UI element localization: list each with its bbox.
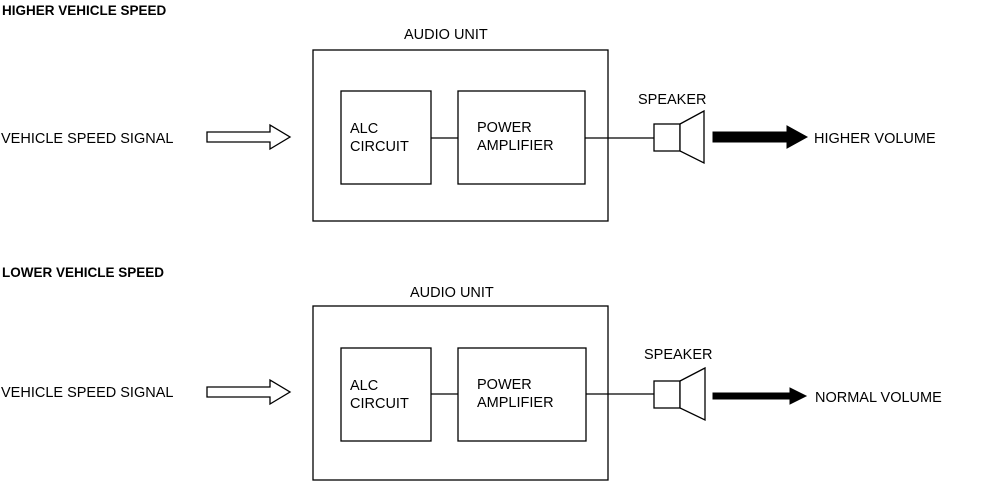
alc-label-line1: ALC: [350, 121, 378, 137]
alc-circuit-box: [340, 90, 432, 185]
input-signal-arrow: [206, 123, 292, 151]
section-lower-speed: LOWER VEHICLE SPEED VEHICLE SPEED SIGNAL…: [1, 265, 942, 481]
power-amplifier-box: [457, 90, 586, 185]
speaker-icon: [653, 366, 706, 422]
output-volume-arrow-thick: [712, 125, 809, 149]
speaker-icon: [653, 109, 705, 165]
amp-label-line1: POWER: [477, 377, 532, 393]
power-amplifier-box: [457, 347, 587, 442]
amp-label-line2: AMPLIFIER: [477, 395, 554, 411]
input-label: VEHICLE SPEED SIGNAL: [1, 131, 173, 147]
section-heading: HIGHER VEHICLE SPEED: [2, 3, 167, 18]
amp-label-line1: POWER: [477, 120, 532, 136]
speaker-label: SPEAKER: [644, 347, 713, 363]
alc-label-line2: CIRCUIT: [350, 139, 409, 155]
output-volume-arrow-thin: [712, 387, 808, 405]
output-label: HIGHER VOLUME: [814, 131, 936, 147]
speaker-label: SPEAKER: [638, 92, 707, 108]
input-label: VEHICLE SPEED SIGNAL: [1, 385, 173, 401]
section-heading: LOWER VEHICLE SPEED: [2, 265, 164, 280]
alc-label-line1: ALC: [350, 378, 378, 394]
input-signal-arrow: [206, 378, 292, 406]
audio-unit-label: AUDIO UNIT: [410, 285, 494, 301]
section-higher-speed: HIGHER VEHICLE SPEED VEHICLE SPEED SIGNA…: [1, 3, 936, 222]
amp-label-line2: AMPLIFIER: [477, 138, 554, 154]
output-label: NORMAL VOLUME: [815, 390, 942, 406]
alc-circuit-box: [340, 347, 432, 442]
audio-unit-label: AUDIO UNIT: [404, 27, 488, 43]
alc-label-line2: CIRCUIT: [350, 396, 409, 412]
